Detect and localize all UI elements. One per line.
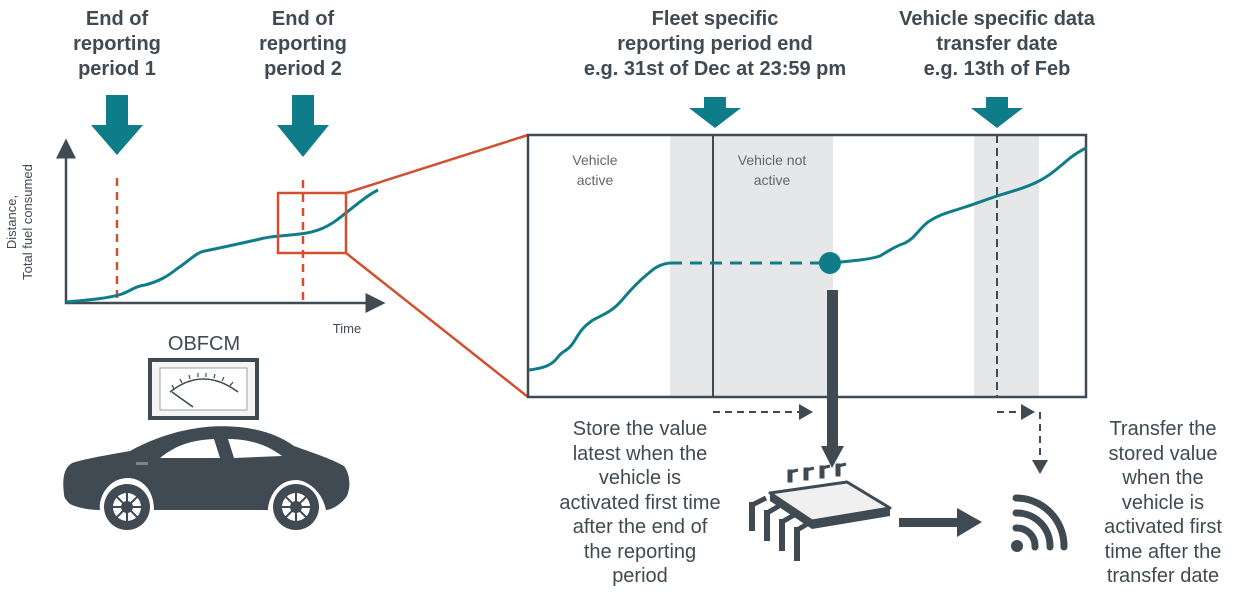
dashed-arrow-transfer — [997, 404, 1048, 474]
gauge-icon — [148, 358, 259, 420]
zoom-line-top — [345, 133, 529, 195]
stored-value-point — [819, 252, 841, 274]
cumulative-curve — [65, 188, 379, 304]
store-arrow — [821, 290, 844, 468]
vehicle-not-active-label: Vehicle not active — [737, 152, 807, 188]
transfer-arrow — [899, 508, 982, 537]
car-icon — [63, 426, 350, 530]
y-axis-label-line1: Distance, — [4, 194, 19, 250]
zoom-line-bottom — [345, 252, 529, 398]
zoom-chart — [526, 133, 1088, 399]
transfer-note: Transfer the stored value when the vehic… — [1104, 418, 1222, 587]
header-period-2: End of reporting period 2 — [259, 8, 347, 80]
header-period-1: End of reporting period 1 — [73, 8, 161, 80]
arrow-down-icon — [689, 97, 741, 128]
arrow-down-icon — [971, 97, 1023, 128]
shade-reporting-end — [670, 135, 833, 397]
arrow-down-icon — [277, 95, 329, 157]
zoom-frame — [526, 133, 1088, 399]
curve-after — [829, 146, 1087, 265]
small-chart — [56, 138, 386, 313]
vehicle-active-label: Vehicle active — [572, 152, 618, 188]
wifi-icon — [1011, 494, 1068, 552]
x-axis-label: Time — [332, 321, 362, 336]
store-note: Store the value latest when the vehicle … — [559, 418, 721, 587]
chip-icon — [749, 462, 892, 561]
shade-transfer — [974, 135, 1039, 397]
arrow-down-icon — [91, 95, 143, 155]
curve-active — [528, 261, 671, 372]
obfcm-label: OBFCM — [167, 333, 241, 355]
y-axis-label: Distance, Total fuel consumed — [4, 137, 36, 307]
header-transfer-date: Vehicle specific data transfer date e.g.… — [899, 8, 1095, 80]
zoom-box — [276, 191, 348, 255]
y-axis-label-line2: Total fuel consumed — [20, 164, 35, 280]
header-fleet-end: Fleet specific reporting period end e.g.… — [583, 8, 847, 80]
